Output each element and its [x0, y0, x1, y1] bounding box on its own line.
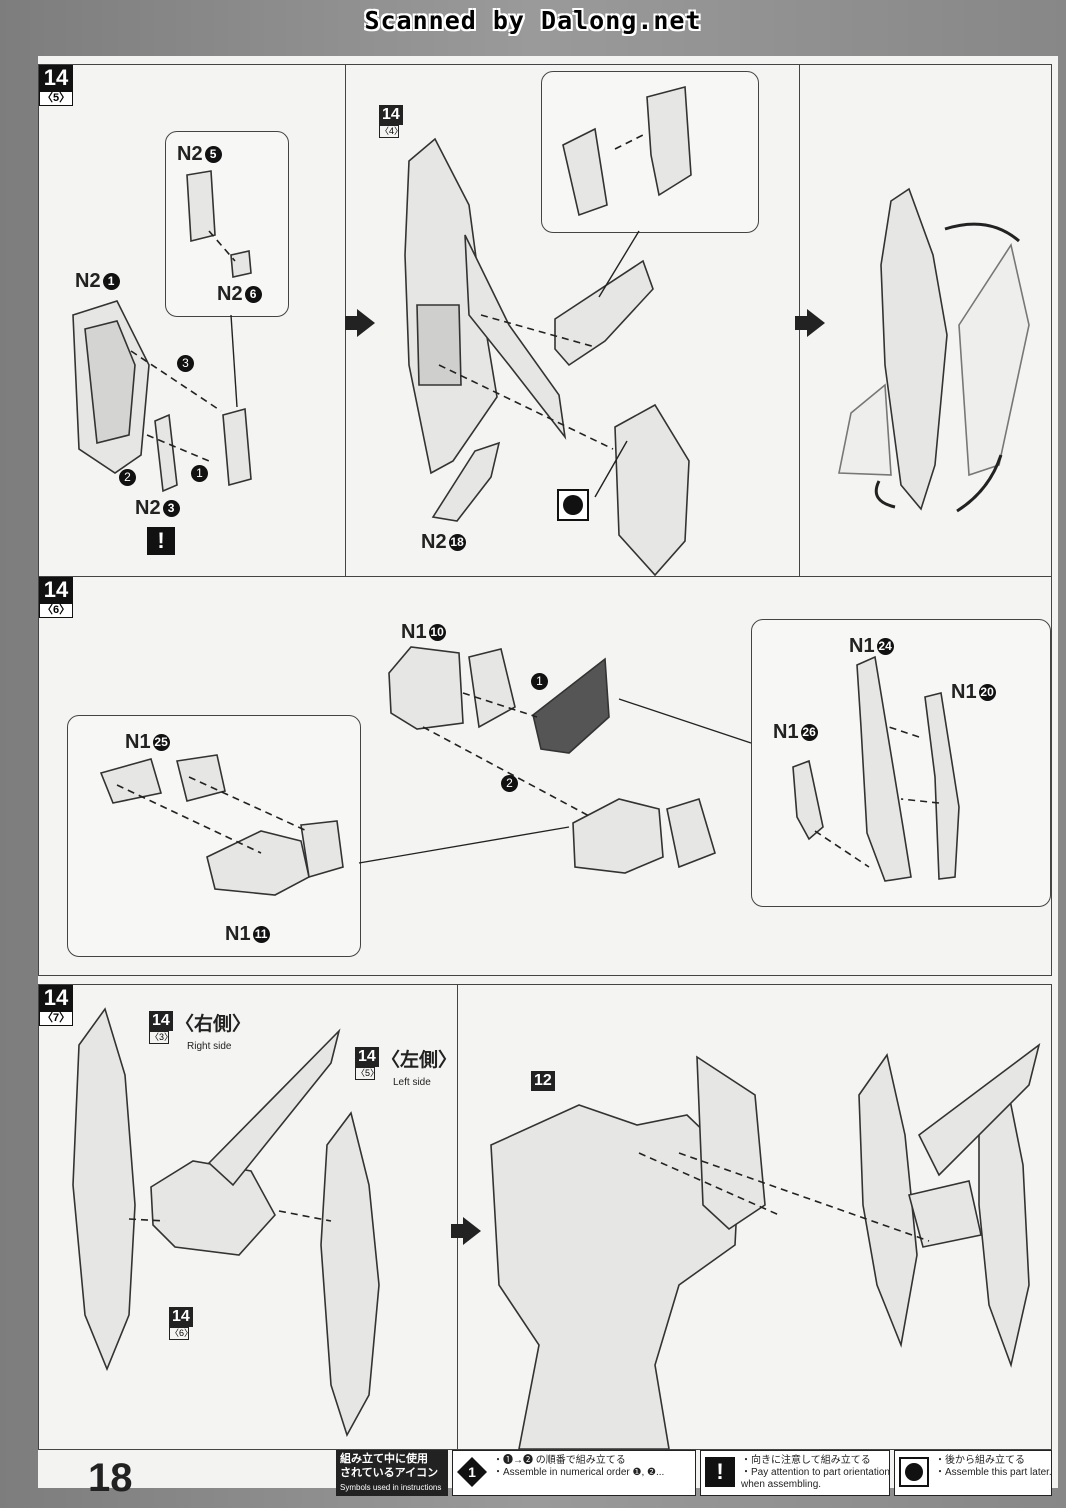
step-substep: 〈7〉 — [39, 1011, 73, 1026]
step-number-14-7: 14 〈7〉 — [39, 985, 73, 1026]
svg-text:1: 1 — [468, 1464, 476, 1480]
ref-14-4: 14〈4〉 — [379, 105, 404, 138]
part-n1-24 — [856, 655, 912, 882]
part-n1-25 — [99, 758, 163, 804]
part-n2-5 — [186, 170, 216, 243]
part-n2-6 — [230, 250, 252, 278]
parts-illustration-14-6 — [99, 646, 960, 896]
part-n2-part — [554, 259, 654, 367]
step-substep: 〈5〉 — [39, 91, 73, 106]
part-n2-18 — [431, 441, 501, 522]
right-side-label: 〈右側〉 Right side — [175, 1014, 252, 1052]
part-n1-11 — [206, 830, 310, 896]
step-number-14-5: 14 〈5〉 — [39, 65, 73, 106]
part-n2-3 — [154, 413, 178, 493]
attention-icon: ! — [147, 527, 175, 555]
part-shield-left — [320, 1111, 380, 1438]
symbol-legend: 組み立て中に使用 されているアイコン Symbols used in instr… — [336, 1450, 1056, 1496]
step-flow-arrow — [451, 1217, 481, 1245]
step-flow-arrow — [795, 309, 825, 337]
ref-14-5: 14〈5〉 — [355, 1047, 380, 1080]
panel-divider — [457, 985, 458, 1449]
part-joint-assembly — [572, 798, 664, 874]
step-number: 14 — [43, 65, 69, 90]
order-mark-2: 2 — [501, 775, 518, 792]
legend-item-later: ・後から組み立てる・Assemble this part later. — [894, 1450, 1052, 1496]
page-number: 18 — [88, 1456, 133, 1500]
ref-14-3: 14〈3〉 — [149, 1011, 174, 1044]
part-armor-plate — [532, 657, 610, 754]
part-mobile-suit — [490, 1104, 740, 1450]
step-panel-14-7: 14 〈7〉 14〈3〉 〈右側〉 Right side 14〈5〉 〈左側〉 … — [38, 984, 1052, 1450]
part-n1-26 — [792, 759, 824, 841]
step-number-14-6: 14 〈6〉 — [39, 577, 73, 618]
order-mark-2: 2 — [119, 469, 136, 486]
part-beam-saber — [207, 1028, 341, 1187]
step-flow-arrow — [345, 309, 375, 337]
left-side-label: 〈左側〉 Left side — [381, 1050, 458, 1088]
step-substep: 〈6〉 — [39, 603, 73, 618]
part-shield-finished — [880, 187, 948, 511]
step-number: 14 — [43, 577, 69, 602]
parts-illustration-14-5 — [72, 85, 1030, 577]
part-shield-right — [72, 1007, 136, 1372]
part-n1-20 — [924, 692, 960, 880]
parts-illustration-14-7 — [72, 1007, 1041, 1450]
legend-title: 組み立て中に使用 されているアイコン Symbols used in instr… — [336, 1450, 448, 1496]
ref-14-6: 14〈6〉 — [169, 1307, 194, 1340]
order-mark-1: 1 — [191, 465, 208, 482]
assemble-later-icon — [899, 1457, 929, 1487]
part-n2-13 — [562, 127, 608, 217]
legend-item-attention: ! ・向きに注意して組み立てる・Pay attention to part or… — [700, 1450, 890, 1496]
legend-item-order: 1 ・❶→❷ の順番で組み立てる・Assemble in numerical o… — [452, 1450, 696, 1496]
part-shield-lower — [614, 403, 690, 577]
ref-12: 12 — [531, 1071, 555, 1091]
part-center-joint — [150, 1160, 276, 1256]
order-mark-3: 3 — [177, 355, 194, 372]
part-finished-shields — [858, 1053, 918, 1348]
part-n2-7 — [646, 85, 692, 197]
part-n1-10 — [388, 646, 464, 730]
numerical-order-icon: 1 — [457, 1457, 487, 1487]
watermark: Scanned by Dalong.net — [364, 6, 702, 35]
assemble-later-icon — [557, 489, 589, 521]
attention-icon: ! — [705, 1457, 735, 1487]
step-number: 14 — [43, 985, 69, 1010]
detail-callout — [165, 131, 289, 317]
order-mark-1: 1 — [531, 673, 548, 690]
